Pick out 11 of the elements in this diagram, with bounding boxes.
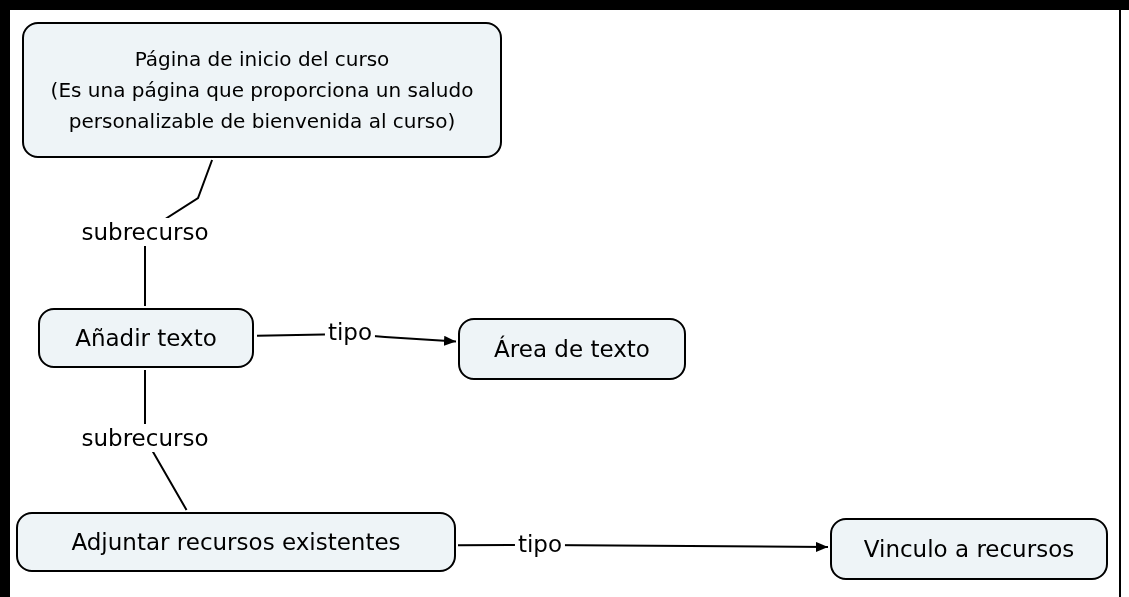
concept-title: Vinculo a recursos xyxy=(863,534,1075,564)
concept-box xyxy=(16,512,456,572)
concept-title: Añadir texto xyxy=(75,323,217,353)
concept-box xyxy=(38,308,254,368)
concept-title: Página de inicio del curso xyxy=(134,45,390,73)
concept-title: Área de texto xyxy=(494,334,650,364)
concept-description: (Es una página que proporciona un saludo personalizable de bienvenida al curso) xyxy=(49,76,475,135)
concept-box xyxy=(22,22,502,158)
concept-box xyxy=(458,318,686,380)
concept-box xyxy=(830,518,1108,580)
concept-title: Adjuntar recursos existentes xyxy=(71,527,401,557)
